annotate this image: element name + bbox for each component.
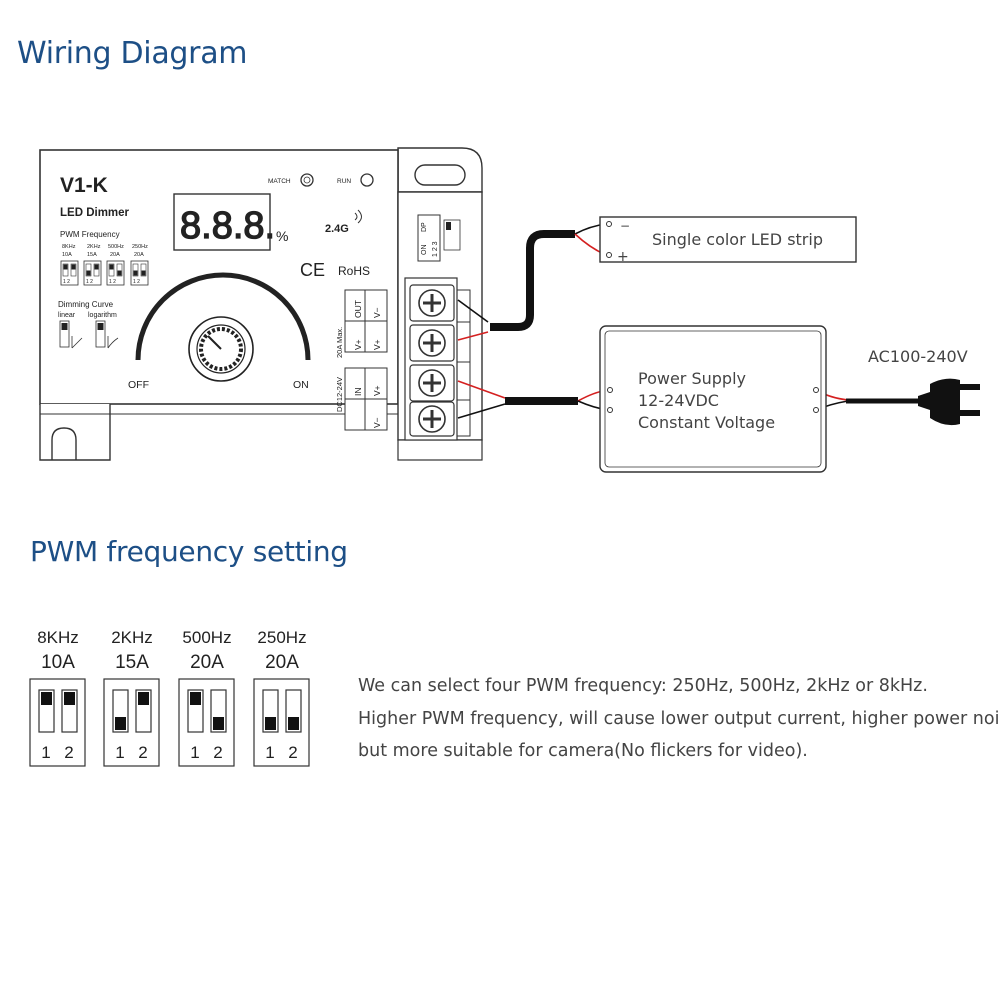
- terminal-block: [404, 277, 471, 441]
- psu-line3: Constant Voltage: [638, 413, 775, 432]
- psu-line1: Power Supply: [638, 369, 746, 388]
- small-freq-4: 250Hz: [132, 244, 148, 250]
- pwm-frequency-label: PWM Frequency: [60, 230, 120, 239]
- led-strip: − + Single color LED strip: [599, 216, 857, 265]
- led-minus: −: [620, 219, 630, 233]
- switch-num-1b: 2: [64, 743, 73, 762]
- percent-sign: %: [276, 228, 288, 244]
- dimmer-device: V1-K LED Dimmer 8.8.8. % MATCH RUN 2.4G …: [39, 147, 483, 461]
- run-indicator: [360, 173, 374, 187]
- linear-curve-icon: [71, 336, 83, 349]
- max-current-label: 20A Max.: [335, 327, 344, 358]
- description-line-1: We can select four PWM frequency: 250Hz,…: [358, 676, 928, 696]
- curve-switch-linear[interactable]: [59, 320, 70, 348]
- ac-plug: AC100-240V: [868, 347, 980, 426]
- in-vplus: V+: [372, 385, 382, 396]
- plug-icon: [918, 378, 960, 426]
- small-freq-2: 2KHz: [87, 244, 101, 250]
- small-switch-num: 1 2: [86, 279, 93, 285]
- switch-num-3b: 2: [213, 743, 222, 762]
- curve-switch-log[interactable]: [95, 320, 106, 348]
- wireless-icon: [354, 209, 362, 224]
- rf-label: 2.4G: [325, 223, 349, 235]
- small-freq-1: 8KHz: [62, 244, 76, 250]
- pwm-freq-1: 8KHz: [37, 628, 79, 647]
- small-amp-3: 20A: [110, 252, 120, 258]
- rohs-mark: RoHS: [338, 264, 370, 278]
- small-switch-num: 1 2: [133, 279, 140, 285]
- out-vplus-2: V+: [372, 339, 382, 350]
- device-model: V1-K: [60, 174, 108, 197]
- out-vminus: V−: [372, 307, 382, 318]
- knob-arc: [135, 272, 311, 361]
- off-label: OFF: [128, 379, 149, 391]
- wiring-diagram-title: Wiring Diagram: [17, 36, 248, 71]
- description-line-3: but more suitable for camera(No flickers…: [358, 741, 808, 761]
- small-pwm-switches: 8KHz 10A 2KHz 15A 500Hz 20A 250Hz 20A 1 …: [60, 244, 149, 286]
- run-label: RUN: [337, 178, 351, 185]
- dip-numbers: 1 2 3: [432, 241, 439, 257]
- out-label: OUT: [353, 300, 363, 318]
- in-label: IN: [353, 388, 363, 397]
- switch-num-4b: 2: [288, 743, 297, 762]
- switch-num-1a: 1: [41, 743, 50, 762]
- pwm-freq-2: 2KHz: [111, 628, 153, 647]
- pwm-description: We can select four PWM frequency: 250Hz,…: [358, 670, 1000, 768]
- wires: [457, 223, 918, 419]
- pwm-freq-3: 500Hz: [182, 628, 231, 647]
- seven-segment-display: 8.8.8.: [180, 205, 275, 247]
- dimming-curve-label: Dimming Curve: [58, 300, 114, 309]
- description-line-2: Higher PWM frequency, will cause lower o…: [358, 708, 1000, 729]
- pwm-amp-2: 15A: [115, 652, 149, 673]
- small-freq-3: 500Hz: [108, 244, 124, 250]
- pwm-frequency-title: PWM frequency setting: [30, 535, 348, 568]
- terminal-dip-switch[interactable]: [417, 214, 441, 262]
- ac-voltage-label: AC100-240V: [868, 347, 968, 366]
- input-voltage-label: DC12-24V: [335, 377, 344, 412]
- switch-num-2b: 2: [138, 743, 147, 762]
- power-supply: Power Supply 12-24VDC Constant Voltage: [599, 325, 827, 473]
- ce-mark: CE: [300, 260, 325, 280]
- device-name: LED Dimmer: [60, 207, 130, 219]
- switch-num-3a: 1: [190, 743, 199, 762]
- small-amp-2: 15A: [87, 252, 97, 258]
- match-label: MATCH: [268, 178, 291, 185]
- dip-dp-label: DP: [421, 222, 428, 232]
- small-amp-1: 10A: [62, 252, 72, 258]
- linear-label: linear: [58, 312, 76, 319]
- switch-num-4a: 1: [265, 743, 274, 762]
- dip-on-label: ON: [421, 245, 428, 256]
- pwm-amp-4: 20A: [265, 652, 299, 673]
- small-switch-num: 1 2: [109, 279, 116, 285]
- in-vminus: V−: [372, 417, 382, 428]
- pwm-amp-1: 10A: [41, 652, 75, 673]
- logarithm-label: logarithm: [88, 312, 117, 319]
- pwm-amp-3: 20A: [190, 652, 224, 673]
- led-strip-label: Single color LED strip: [652, 230, 823, 249]
- switch-num-2a: 1: [115, 743, 124, 762]
- pwm-freq-4: 250Hz: [257, 628, 306, 647]
- on-label: ON: [293, 379, 309, 391]
- out-vplus: V+: [353, 339, 363, 350]
- small-amp-4: 20A: [134, 252, 144, 258]
- small-switch-num: 1 2: [63, 279, 70, 285]
- psu-line2: 12-24VDC: [638, 391, 719, 410]
- log-curve-icon: [107, 336, 119, 349]
- pwm-setting-blocks: 8KHz 10A 1 2 2KHz 15A 1 2 500Hz 20A 1 2 …: [29, 628, 310, 767]
- led-plus: +: [617, 249, 629, 265]
